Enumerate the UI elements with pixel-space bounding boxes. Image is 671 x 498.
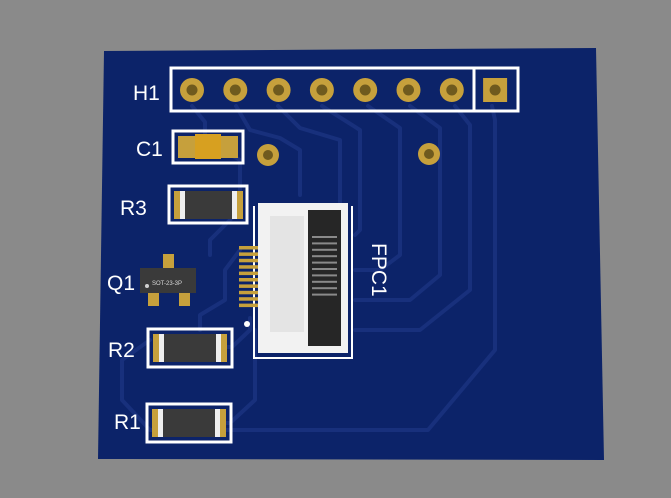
fpc1-pin-pad xyxy=(239,258,258,263)
c1-pad-right xyxy=(221,136,238,158)
c1-pad-left xyxy=(178,136,195,158)
fpc1-pin-pad xyxy=(239,252,258,256)
q1-pin-top xyxy=(163,254,174,268)
fpc1-contact xyxy=(312,287,337,290)
transistor-q1: SOT-23-3P xyxy=(140,254,196,306)
fpc1-pin1-marker xyxy=(244,321,250,327)
header-pin xyxy=(353,78,378,102)
header-h1 xyxy=(169,66,520,113)
fpc1-contact xyxy=(312,274,337,277)
fpc1-pin-pad xyxy=(239,297,258,301)
label-r1: R1 xyxy=(114,411,141,434)
fpc1-pin-pad xyxy=(239,265,258,269)
via-hole-right xyxy=(418,143,440,165)
header-pin xyxy=(180,78,204,102)
fpc1-contact xyxy=(312,261,337,264)
fpc1-pin-pad xyxy=(239,246,258,250)
q1-marking: SOT-23-3P xyxy=(152,281,182,287)
r2-body xyxy=(162,334,218,362)
fpc1-pin-pad xyxy=(239,271,258,276)
resistor-r2 xyxy=(146,327,234,369)
fpc1-pin-pad xyxy=(239,290,258,295)
q1-pin-bottom-right xyxy=(179,292,190,306)
fpc1-contact xyxy=(312,293,337,296)
label-c1: C1 xyxy=(136,138,163,161)
label-fpc1: FPC1 xyxy=(367,243,390,297)
fpc1-contact xyxy=(312,268,337,270)
resistor-r1 xyxy=(145,402,233,444)
resistor-r3 xyxy=(167,184,249,225)
via-hole-left xyxy=(257,144,279,166)
q1-body xyxy=(140,268,196,293)
capacitor-c1 xyxy=(171,129,245,165)
header-pin xyxy=(483,78,508,102)
copper-traces xyxy=(120,104,497,432)
label-h1: H1 xyxy=(133,82,160,105)
header-pin xyxy=(309,78,334,102)
fpc1-pin-pad xyxy=(239,284,258,288)
fpc1-pins xyxy=(239,236,337,308)
header-h1-outline xyxy=(169,66,520,113)
fpc1-pin-pad xyxy=(239,303,258,308)
header-pin xyxy=(396,78,421,102)
header-pin xyxy=(223,78,248,102)
fpc1-actuator xyxy=(308,210,341,346)
q1-pin-bottom-left xyxy=(148,292,159,306)
fpc1-contact xyxy=(312,280,337,283)
label-r2: R2 xyxy=(108,339,135,362)
fpc1-contact xyxy=(312,248,337,251)
header-pin xyxy=(439,78,464,102)
fpc1-contact xyxy=(312,236,337,238)
label-r3: R3 xyxy=(120,197,147,220)
r3-body xyxy=(183,191,235,219)
fpc1-pin-pad xyxy=(239,278,258,282)
fpc1-contact xyxy=(312,255,337,258)
header-pin xyxy=(266,78,291,102)
fpc1-contact xyxy=(312,242,337,245)
label-q1: Q1 xyxy=(107,272,135,295)
c1-body xyxy=(195,134,221,159)
r1-body xyxy=(161,409,217,437)
connector-fpc1 xyxy=(239,203,353,359)
header-h1-pins xyxy=(180,78,508,102)
